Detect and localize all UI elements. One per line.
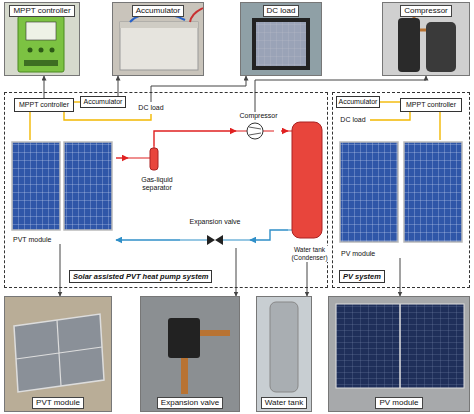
photo-frame: Accumulator xyxy=(112,2,204,76)
node-label: Water tank xyxy=(261,397,307,409)
leader-arrow xyxy=(60,244,61,296)
dc-load-photo xyxy=(240,2,322,76)
pipe-line xyxy=(281,130,288,131)
node-label: DC load xyxy=(263,5,300,17)
photo-frame: PV module xyxy=(328,296,470,412)
compressor-photo xyxy=(382,2,470,76)
pipe-line xyxy=(380,101,400,102)
pv-photo xyxy=(328,296,470,412)
node-label: Compressor xyxy=(238,112,278,120)
node-label: Accumulator xyxy=(339,98,378,106)
system-region: PV system Accumulator MPPT controller DC lo… xyxy=(332,92,470,288)
mppt-photo xyxy=(4,2,80,76)
photo-frame: MPPT controller xyxy=(4,2,80,76)
photo-frame: Compressor xyxy=(382,2,470,76)
leader-arrow xyxy=(118,76,119,96)
pipe-line xyxy=(154,131,236,146)
pipe-line xyxy=(370,112,410,120)
node-label: PVT module xyxy=(12,236,52,244)
pipe-line xyxy=(29,112,30,140)
compressor-symbol xyxy=(247,123,263,139)
pv-panels xyxy=(340,142,462,242)
leader-arrow xyxy=(400,258,401,296)
valve-symbol xyxy=(207,235,223,245)
photo-frame: PVT module xyxy=(4,296,112,412)
node-label: PV module xyxy=(340,250,376,258)
node-label: Water tank (Condenser) xyxy=(288,246,331,262)
tank-symbol xyxy=(292,122,322,238)
pipe-line xyxy=(439,112,440,140)
node-label: Expansion valve xyxy=(189,218,242,226)
node-label: PV system xyxy=(339,270,385,283)
load-label: DC load xyxy=(134,102,168,114)
pipe-line xyxy=(116,157,128,158)
pipe-line xyxy=(250,230,288,240)
node-label: Expansion valve xyxy=(157,397,223,409)
load-label: DC load xyxy=(336,114,370,126)
expansion-valve: Expansion valve xyxy=(180,218,250,248)
node-label: Solar assisted PVT heat pump system xyxy=(69,270,212,283)
water-tank: Water tank (Condenser) xyxy=(288,120,331,262)
leader-arrow xyxy=(307,262,308,296)
refrigerant-lines xyxy=(128,131,292,240)
leader-arrow xyxy=(236,248,237,296)
pvt-photo xyxy=(4,296,112,412)
photo-frame: Water tank xyxy=(256,296,312,412)
battery-box: Accumulator xyxy=(80,96,126,108)
accumulator-photo xyxy=(112,2,204,76)
node-label: PVT module xyxy=(32,397,84,409)
pvt-panels xyxy=(12,142,112,230)
tank-photo xyxy=(256,296,312,412)
node-label: Gas-liquid separator xyxy=(128,176,186,192)
leader-arrow xyxy=(151,76,246,102)
node-label: MPPT controller xyxy=(19,101,69,109)
node-label: DC load xyxy=(340,116,365,124)
photo-frame: DC load xyxy=(240,2,322,76)
node-label: PV module xyxy=(375,397,422,409)
system-region: Solar assisted PVT heat pump system MPPT … xyxy=(4,92,328,288)
pv-module: PV module xyxy=(336,140,466,258)
node-label: DC load xyxy=(138,104,163,112)
node-label: MPPT controller xyxy=(9,5,74,17)
controller-box: MPPT controller xyxy=(14,98,74,112)
valve-photo xyxy=(140,296,240,412)
separator-symbol xyxy=(150,148,158,170)
compressor: Compressor xyxy=(236,112,281,142)
photo-frame: Expansion valve xyxy=(140,296,240,412)
node-label: Accumulator xyxy=(84,98,123,106)
pipe-line xyxy=(116,239,180,240)
battery-box: Accumulator xyxy=(336,96,380,108)
node-label: MPPT controller xyxy=(406,101,456,109)
pipe-line xyxy=(64,112,151,120)
leader-arrow xyxy=(44,76,45,98)
separator: Gas-liquid separator xyxy=(128,146,186,192)
controller-box: MPPT controller xyxy=(400,98,462,112)
node-label: Compressor xyxy=(400,5,452,17)
node-label: Accumulator xyxy=(132,5,184,17)
pvt-module: PVT module xyxy=(8,140,116,244)
